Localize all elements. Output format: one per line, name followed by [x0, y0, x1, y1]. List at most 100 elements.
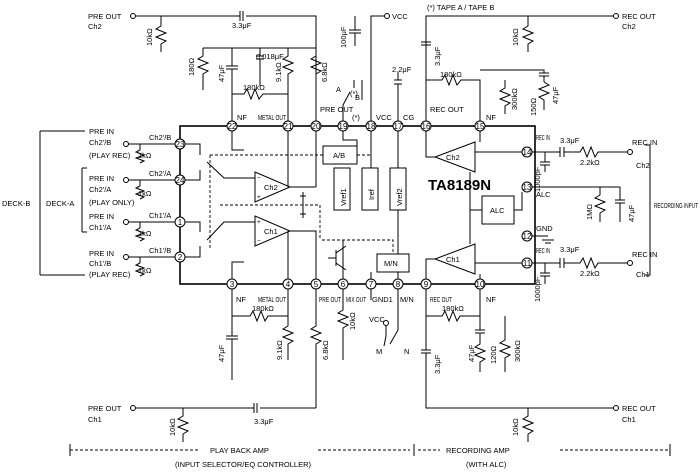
control-dash — [220, 204, 321, 240]
r-in-2 — [134, 262, 146, 277]
right-external: 3.3μF 2.2kΩ 1000pF REC IN Ch2 1MΩ 47μF 3… — [532, 136, 698, 302]
r-10k-top-left — [154, 16, 168, 52]
r-68k-top — [309, 48, 323, 86]
cap-33-right-b — [559, 258, 565, 268]
ch2-amp-triangle — [254, 171, 292, 203]
pin-num: 15 — [476, 122, 485, 131]
vcc-terminal — [384, 13, 390, 19]
cap-47-a — [226, 48, 238, 121]
cap-1000-b-label: 1000pF — [533, 276, 542, 302]
cap-1000-b — [540, 263, 550, 284]
control-dash — [322, 239, 394, 254]
m-label: M — [376, 347, 382, 356]
pin-label: MIX OUT — [346, 295, 366, 304]
ab-label: A/B — [333, 151, 345, 160]
res-1k-2: 1kΩ — [138, 266, 152, 275]
ch2-rec-amp-label: Ch2 — [446, 153, 460, 162]
mn-label: M/N — [384, 259, 398, 268]
pin-label: NF — [486, 113, 496, 122]
pre-in-1-top: PRE IN — [89, 212, 114, 221]
alc-label: ALC — [490, 206, 505, 215]
pin-label: METAL OUT — [258, 113, 286, 122]
mn-block — [376, 253, 410, 273]
pre-out-ch2-terminal — [130, 13, 136, 19]
res-1k-24: 1kΩ — [138, 189, 152, 198]
r-150-top-label: 150Ω — [529, 97, 538, 116]
internal-wire — [231, 131, 244, 151]
ch1-amp-triangle — [254, 215, 292, 247]
vcc-bottom-terminal — [383, 320, 389, 326]
pre-out-ch1-terminal — [130, 405, 136, 411]
ch2-rec-amp-triangle — [433, 141, 476, 173]
pin-label: CG — [403, 113, 414, 122]
cap-33-bottom-label: 3.3μF — [433, 354, 442, 374]
pre-in-1-mid: Ch1'/A — [89, 223, 111, 232]
pin-num: 8 — [396, 280, 401, 289]
vref2-label: Vref2 — [395, 188, 404, 206]
r-300k-top-label: 300kΩ — [510, 88, 519, 110]
pin-label: GND — [536, 224, 553, 233]
rec-in-ch1-terminal — [627, 260, 633, 266]
pin-num: 24 — [176, 176, 185, 185]
internal-wire — [342, 131, 358, 146]
in-label-23: Ch2'/B — [149, 133, 171, 142]
minus: − — [257, 238, 261, 245]
r-180k-bottom-right-label: 180kΩ — [442, 304, 464, 313]
r-68k-bottom-label: 6.8kΩ — [321, 340, 330, 360]
pre-out-ch1-label: PRE OUT — [88, 404, 122, 413]
cap-47-bottom-label: 47μF — [217, 344, 226, 362]
pin-label: NF — [236, 295, 246, 304]
ch1-rec-amp-triangle — [433, 243, 476, 275]
plus: + — [257, 219, 261, 226]
internal-wire — [290, 230, 317, 279]
r-180k-bottom — [232, 309, 288, 323]
recording-label: RECORDING AMP — [446, 446, 510, 455]
rec-out-ch2-ch: Ch2 — [622, 22, 636, 31]
r-10k-bottom-right — [521, 408, 535, 442]
vref1-block — [333, 167, 351, 211]
deck-b-bracket — [39, 130, 85, 276]
vcc-label: VCC — [392, 12, 408, 21]
pin-label: METAL OUT — [258, 295, 286, 304]
rec-in-ch1-ch: Ch1 — [636, 270, 650, 279]
cap-47-bottom — [226, 335, 238, 380]
cap-47-bottom-right — [475, 316, 485, 340]
pre-in-24-bot: (PLAY ONLY) — [89, 198, 135, 207]
internal-wire — [231, 261, 244, 279]
iref-block — [361, 167, 379, 211]
ch1-rec-amp-label: Ch1 — [446, 255, 460, 264]
in-wire-23 — [129, 143, 175, 150]
transistor — [328, 245, 347, 271]
internal-wire — [185, 221, 201, 232]
pin-label: GND1 — [372, 295, 393, 304]
r-300k-top — [498, 80, 512, 114]
cap-1000-a-label: 1000pF — [533, 166, 542, 192]
rec-in-ch2-label: REC IN — [632, 138, 657, 147]
n-label: N — [404, 347, 409, 356]
r-180k-top-label: 180kΩ — [243, 83, 265, 92]
pin-num: 13 — [523, 183, 532, 192]
pin-label: REC IN — [536, 133, 550, 142]
rec-in-ch2-terminal — [627, 149, 633, 155]
pin-num: 22 — [228, 122, 237, 131]
cap-22 — [394, 72, 402, 121]
right-pins: 14 13 12 11 REC IN ALC GND REC IN — [521, 133, 553, 269]
pin-label: NF — [237, 113, 247, 122]
in-terminal-2 — [123, 254, 129, 260]
r-10k-top-left-label: 10kΩ — [145, 28, 154, 46]
internal-wire — [206, 221, 255, 241]
in-wire-1 — [129, 221, 175, 228]
pin-num: 7 — [369, 280, 374, 289]
r-180-a-label: 180Ω — [187, 57, 196, 76]
mix-wire — [336, 289, 350, 360]
internal-blocks: A/B M/N ALC Vref1 Iref Vref2 Ch2 − + Ch1… — [185, 131, 523, 279]
cap-0018-label: 0.018μF — [256, 52, 284, 61]
r-300k-bottom-label: 300kΩ — [513, 340, 522, 362]
pin-num: 2 — [178, 253, 183, 262]
rec-out-ch1-terminal — [613, 405, 619, 411]
ch2-amp-label: Ch2 — [264, 183, 278, 192]
r-10k-bottom-left — [176, 408, 190, 442]
rec-out-ch1-wire — [421, 289, 613, 409]
in-wire-24 — [129, 179, 175, 186]
